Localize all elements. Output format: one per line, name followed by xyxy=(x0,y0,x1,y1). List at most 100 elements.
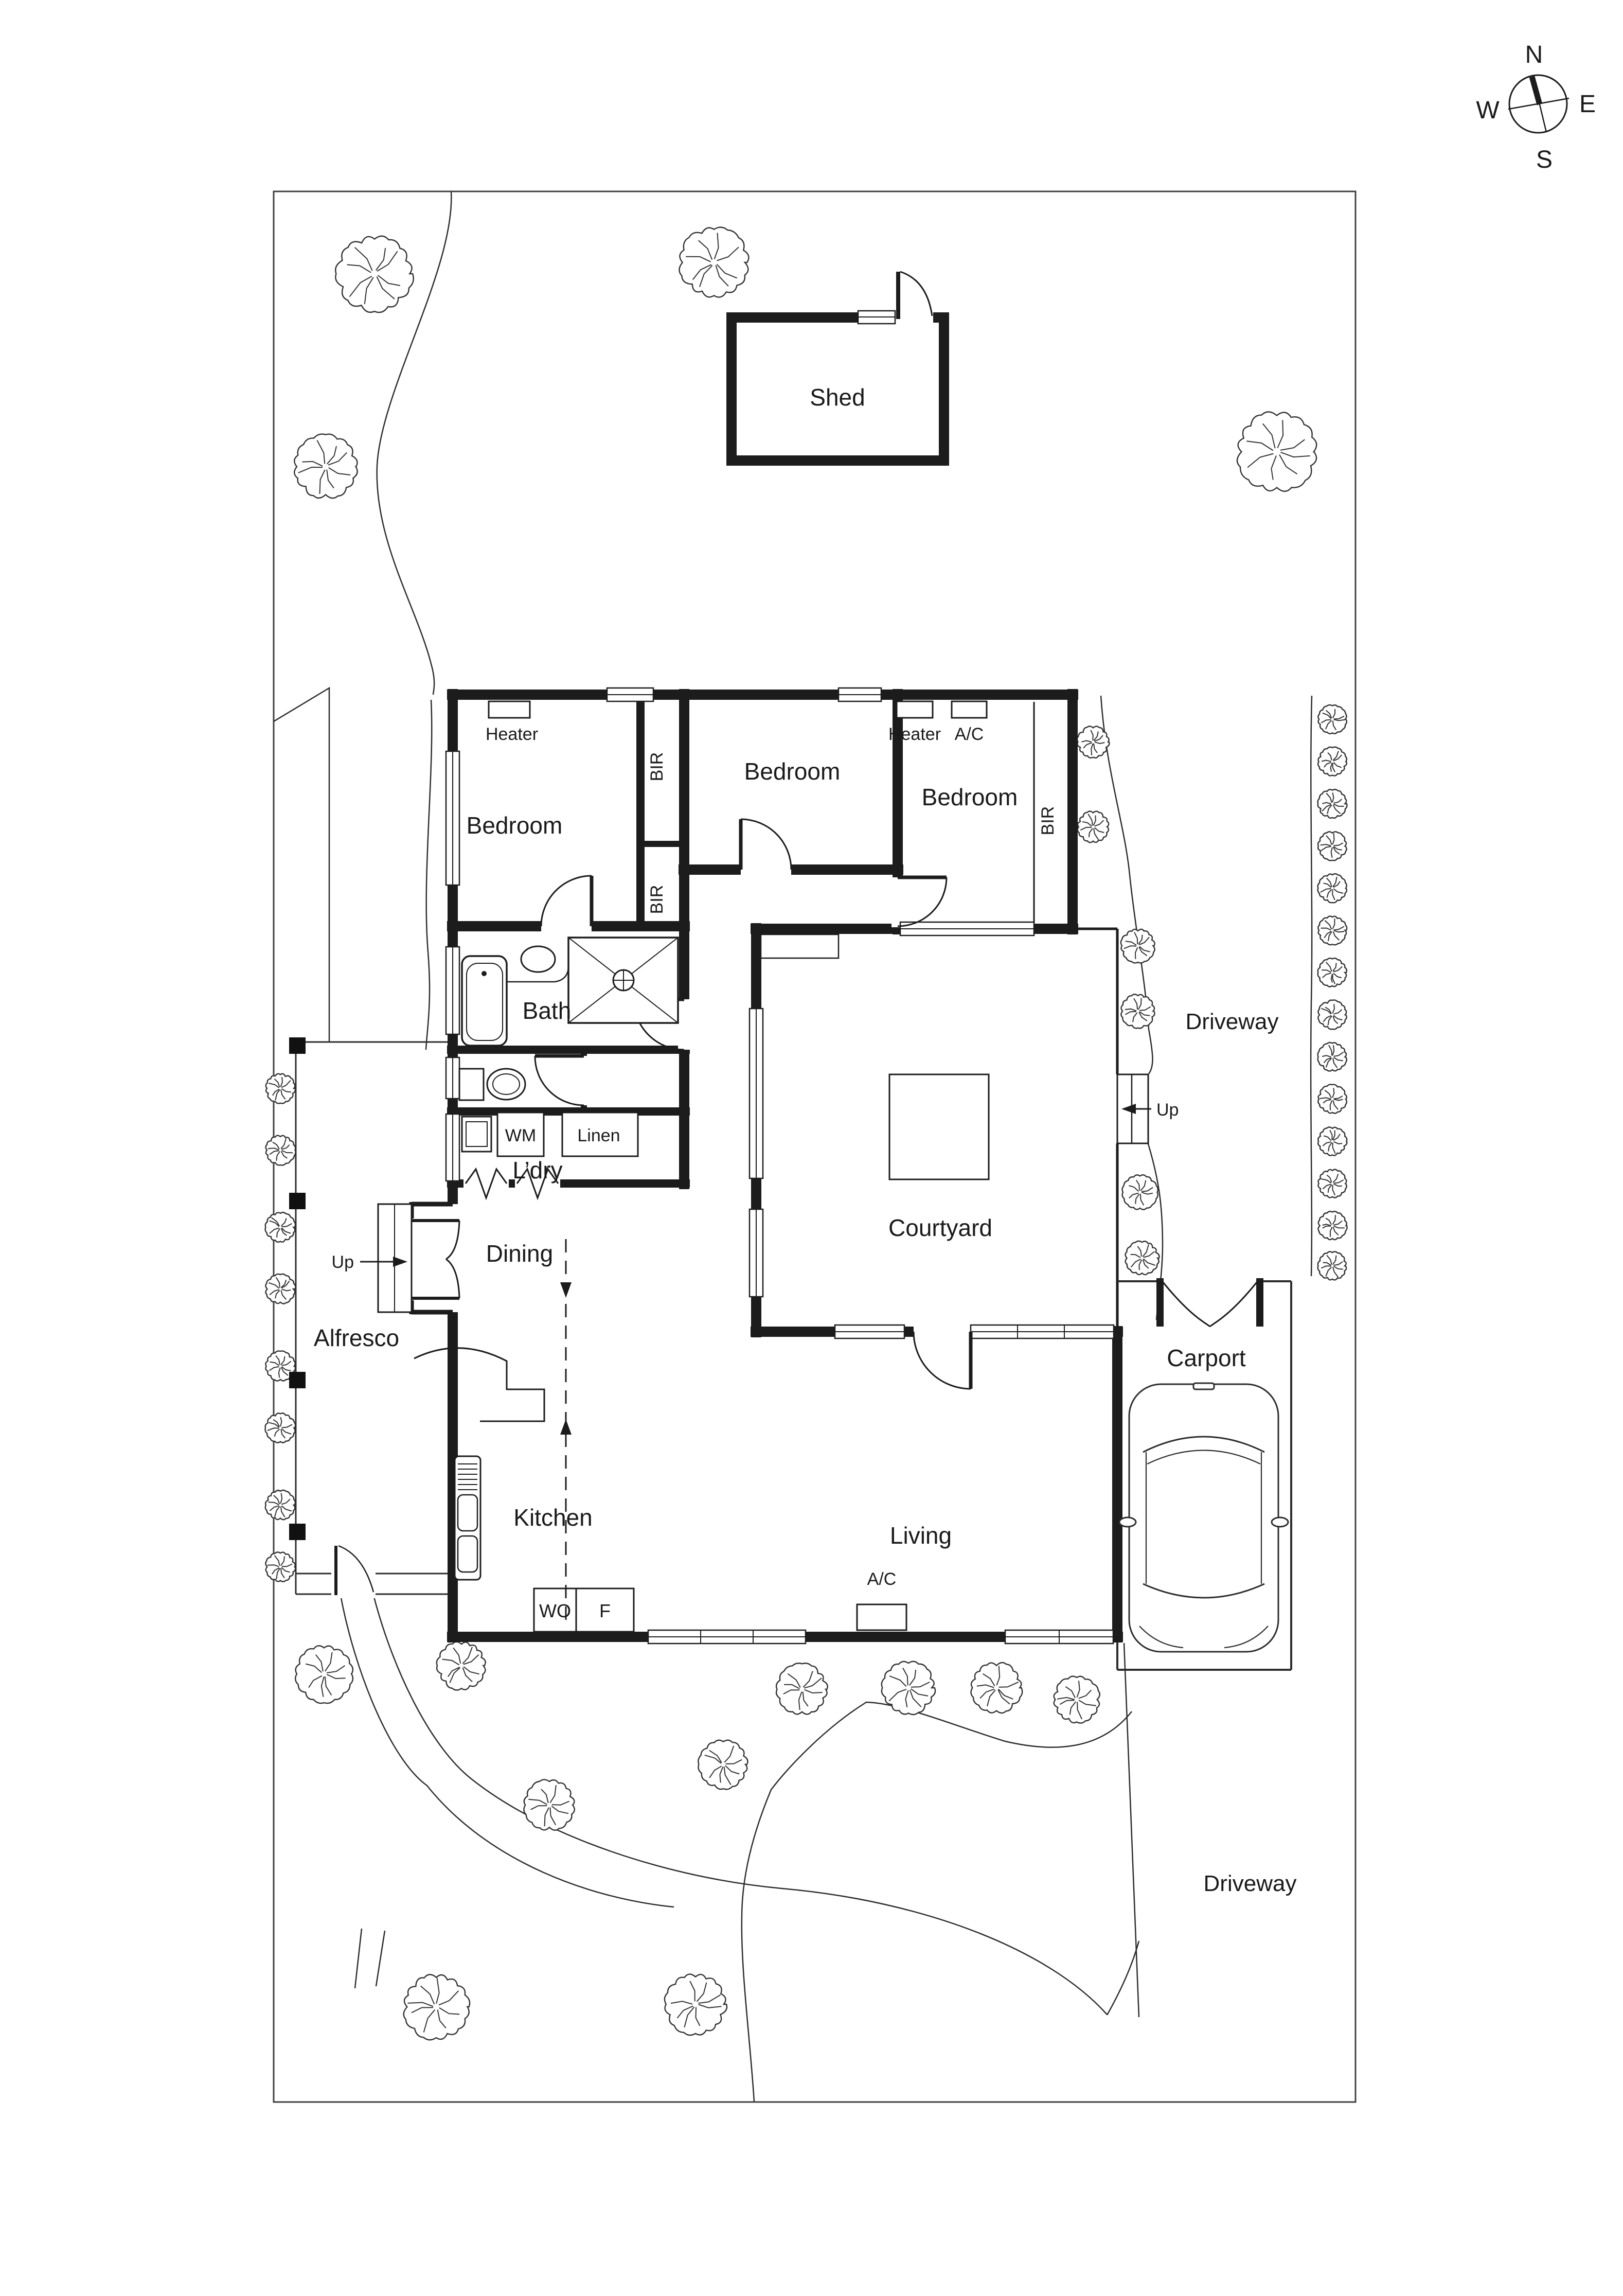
bush-icon-crown xyxy=(775,1663,828,1715)
label-living: Living xyxy=(890,1522,952,1549)
bush-icon-branches xyxy=(269,1077,291,1101)
bush-icon-crown xyxy=(265,1551,296,1582)
bush-icon-branches xyxy=(1322,1129,1343,1154)
bush-icon xyxy=(264,1412,296,1443)
door-swing xyxy=(540,875,592,927)
label-carport: Carport xyxy=(1167,1345,1246,1371)
compass: N E W S xyxy=(1476,41,1596,173)
label-bir-bed3: BIR xyxy=(1038,806,1058,836)
heater-unit xyxy=(896,700,934,719)
door-swing xyxy=(740,818,792,870)
bush-icon-branches xyxy=(268,1493,292,1517)
driveway-bed-line xyxy=(1310,695,1313,1277)
label-linen: Linen xyxy=(577,1126,620,1145)
tree-icon-branches xyxy=(347,246,400,305)
car-rear-detail xyxy=(1139,1626,1269,1649)
bush-icon-branches xyxy=(1322,1045,1344,1068)
car-mirror xyxy=(1271,1516,1289,1528)
bush-icon xyxy=(1317,1251,1347,1281)
sink-drainer xyxy=(458,1463,477,1490)
bush-icon-branches xyxy=(267,1555,293,1580)
wall-break-zigzag xyxy=(465,1167,559,1200)
bathtub-inner xyxy=(466,963,503,1041)
bush-icon xyxy=(265,1135,296,1166)
label-dining: Dining xyxy=(486,1240,553,1267)
bush-icon-branches xyxy=(1321,1255,1343,1278)
garden-lines xyxy=(273,191,1313,2102)
planter-box xyxy=(888,1073,990,1180)
bush-icon-crown xyxy=(1125,1240,1160,1276)
courtyard-east-wall xyxy=(1078,927,1119,1326)
bush-icon xyxy=(1077,810,1110,843)
label-bir-upper: BIR xyxy=(647,752,667,782)
bush-icon xyxy=(1120,994,1155,1029)
bush-icon xyxy=(1317,1041,1348,1072)
tree-icon xyxy=(1236,411,1317,492)
bush-icon xyxy=(1317,831,1347,861)
bush-icon-crown xyxy=(1120,928,1155,964)
bush-icon xyxy=(1120,928,1155,964)
car-cabin-sides xyxy=(1145,1452,1262,1584)
bush-icon-branches xyxy=(267,1138,293,1161)
tree-icon xyxy=(679,226,750,298)
bush-icon xyxy=(970,1662,1023,1714)
tree-icon xyxy=(294,433,358,499)
garden-bed-line xyxy=(425,699,433,1050)
bush-icon-crown xyxy=(1077,810,1110,843)
tree-icon xyxy=(295,1645,354,1704)
bush-icon-branches xyxy=(269,1355,292,1378)
bush-icon xyxy=(1317,1169,1347,1198)
driveway-steps: Up xyxy=(1116,1073,1179,1144)
bush-icon xyxy=(264,1489,296,1521)
car-rear-window xyxy=(1143,1583,1265,1599)
tree-icon xyxy=(403,1974,471,2041)
bush-icon-crown xyxy=(1317,1126,1348,1156)
tree-icon-crown xyxy=(403,1974,471,2041)
bush-icon xyxy=(881,1661,936,1716)
bush-icon xyxy=(1317,704,1348,735)
label-driveway-lower: Driveway xyxy=(1204,1871,1297,1896)
deck-post xyxy=(289,1372,306,1388)
door-gap xyxy=(678,999,690,1050)
up-arrow xyxy=(1121,1104,1136,1114)
path-strip xyxy=(354,1928,386,1989)
bush-icon-crown xyxy=(1317,999,1347,1030)
bush-icon-crown xyxy=(265,1135,296,1166)
tree-icon-branches xyxy=(686,233,739,287)
zigzag-gap xyxy=(463,1175,509,1193)
bush-icon xyxy=(265,1350,296,1382)
label-bedroom-2: Bedroom xyxy=(744,758,841,785)
compass-north-label: N xyxy=(1525,41,1543,68)
bush-icon-crown xyxy=(698,1739,748,1790)
up-arrow xyxy=(560,1419,572,1435)
driveway-bed-line xyxy=(1100,695,1153,1074)
door-gap xyxy=(578,1056,590,1105)
fridge xyxy=(575,1587,635,1633)
label-laundry: L’dry xyxy=(512,1157,562,1184)
bush-icon-crown xyxy=(264,1412,296,1443)
bathtub-drain xyxy=(481,971,487,976)
bush-icon-branches xyxy=(1321,709,1345,731)
bush-icon-crown xyxy=(1120,994,1155,1029)
label-bir-lower: BIR xyxy=(647,885,667,914)
bush-icon-crown xyxy=(1076,726,1110,759)
deck-post xyxy=(289,1193,306,1209)
door-swing xyxy=(913,1331,971,1390)
bush-icon xyxy=(265,1551,296,1582)
bush-icon-branches xyxy=(783,1671,823,1710)
down-arrow xyxy=(560,1282,572,1298)
bush-icon-crown xyxy=(1317,704,1348,735)
tree-icon xyxy=(664,1973,728,2036)
label-bedroom-1: Bedroom xyxy=(467,812,563,839)
store-cupboard xyxy=(760,933,840,959)
tree-icon-crown xyxy=(335,235,414,313)
label-kitchen: Kitchen xyxy=(513,1504,592,1531)
compass-south-label: S xyxy=(1536,146,1553,173)
deck-gate-swing xyxy=(338,1545,374,1593)
label-driveway-upper: Driveway xyxy=(1186,1009,1279,1034)
compass-crossbar xyxy=(1508,97,1570,110)
alfresco-deck xyxy=(289,1037,453,1598)
bush-icon xyxy=(1317,788,1348,819)
bush-icon-branches xyxy=(1081,730,1105,755)
